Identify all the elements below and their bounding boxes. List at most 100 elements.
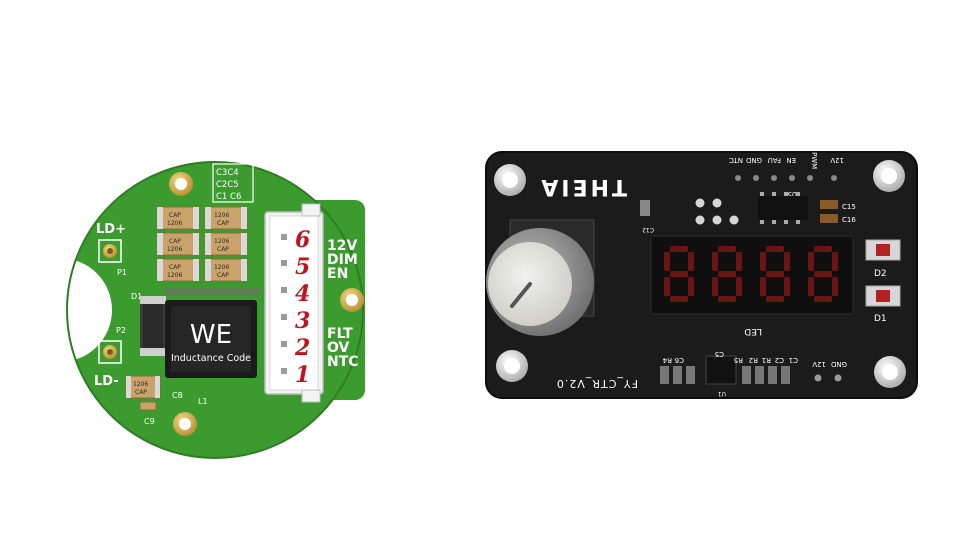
header-pin [834,374,842,382]
pin-label-en: EN [327,266,348,282]
pin-number-2: 2 [294,335,310,361]
top-header: NTC GND FAU EN PWM 12V [729,152,844,181]
display-segment [766,271,784,277]
display-segment [814,296,832,302]
display-digit [808,246,838,302]
display-segment [766,246,784,252]
model-label: FY_CTR_V2.0 [556,377,638,390]
bottom-header-gnd: GND [831,360,847,368]
display-segment [784,252,790,271]
svg-text:CAP: CAP [217,220,229,227]
d1-label-right: D1 [874,314,887,324]
d1-label: D1 [131,292,142,301]
c6-label: C6 [674,356,684,364]
capacitor-c15 [820,200,838,209]
left-driver-board: C3C4 C2C5 C1 C6 CAP 1206 1206 CAP CAP 12… [8,161,365,459]
cap-group-label-1: C3C4 [216,168,239,178]
pin-number-4: 4 [295,281,310,307]
display-segment [718,246,736,252]
pin-number-5: 5 [295,254,310,280]
svg-text:1206: 1206 [214,238,229,245]
diode-d1 [140,296,166,356]
display-segment [766,296,784,302]
inductor-l1: WE Inductance Code [165,300,257,378]
display-segment [784,277,790,296]
pin-label-ntc: NTC [327,354,359,370]
header-label-12v: 12V [830,156,844,164]
left-mount-hole-right [340,288,364,312]
right-mount-hole-tr [873,160,905,192]
display-segment [718,296,736,302]
display-segment [736,252,742,271]
display-segment [832,252,838,271]
capacitor-array: CAP 1206 1206 CAP CAP 1206 1206 CAP [156,206,248,282]
display-segment [664,277,670,296]
ld-minus-pad-frame [98,340,122,364]
l1-label: L1 [198,397,208,406]
cap-group-label-2: C2C5 [216,180,239,190]
display-segment [718,271,736,277]
svg-text:1206: 1206 [214,264,229,271]
r4-label: R4 [662,356,672,364]
capacitor: 1206 CAP [204,232,248,256]
svg-text:1206: 1206 [167,272,182,279]
svg-text:CAP: CAP [169,238,181,245]
c8-label: C8 [172,391,183,400]
display-segment [712,252,718,271]
display-digit [760,246,790,302]
pin-number-3: 3 [295,308,310,334]
led-d1 [865,285,901,307]
capacitor: 1206 CAP [204,258,248,282]
capacitor-c9 [139,401,157,411]
display-segment [808,277,814,296]
chip-u5 [758,192,808,224]
svg-text:1206: 1206 [214,212,229,219]
c9-label: C9 [144,417,155,426]
cap-group-label-3: C1 C6 [216,192,241,202]
display-segment [760,252,766,271]
right-mount-hole-tl [494,164,526,196]
display-segment [814,246,832,252]
display-segment [814,271,832,277]
bottom-header-12v: 12V [812,360,826,368]
display-digits [664,246,838,302]
p1-label: P1 [117,268,127,277]
svg-text:CAP: CAP [217,246,229,253]
header-label-en: EN [786,156,796,164]
display-segment [670,296,688,302]
ld-plus-label: LD+ [96,222,126,237]
brand-label: THEIA [538,174,627,199]
svg-text:1206: 1206 [133,381,148,388]
capacitor-c16 [820,214,838,223]
header-label-gnd: GND [746,156,762,164]
pin-number-1: 1 [295,362,310,388]
p2-label: P2 [116,326,126,335]
r1-label: R1 [762,356,771,364]
pin-label-dim: DIM [327,252,358,268]
svg-text:CAP: CAP [217,272,229,279]
svg-text:1206: 1206 [167,220,182,227]
display-segment [670,246,688,252]
svg-text:CAP: CAP [135,389,147,396]
right-mount-hole-bl [496,350,528,382]
capacitor: CAP 1206 [156,258,200,282]
ld-minus-label: LD- [94,374,119,389]
left-mount-hole-bottom [173,412,197,436]
header-label-pwm: PWM [810,152,818,169]
via-cluster [695,198,739,225]
left-mount-hole-top [169,172,193,196]
bottom-components [660,355,790,385]
seven-segment-display: LED [650,235,854,336]
header-pin [814,374,822,382]
pin-label-flt: FLT [327,326,353,342]
white-connector [264,203,324,403]
potentiometer-knob[interactable] [486,219,595,336]
display-segment [832,277,838,296]
svg-text:CAP: CAP [169,264,181,271]
u5-label: U5 [787,190,797,198]
pin-label-12v: 12V [327,238,357,254]
header-label-ntc: NTC [729,156,743,164]
display-segment [760,277,766,296]
c1-label: C1 [789,356,798,364]
